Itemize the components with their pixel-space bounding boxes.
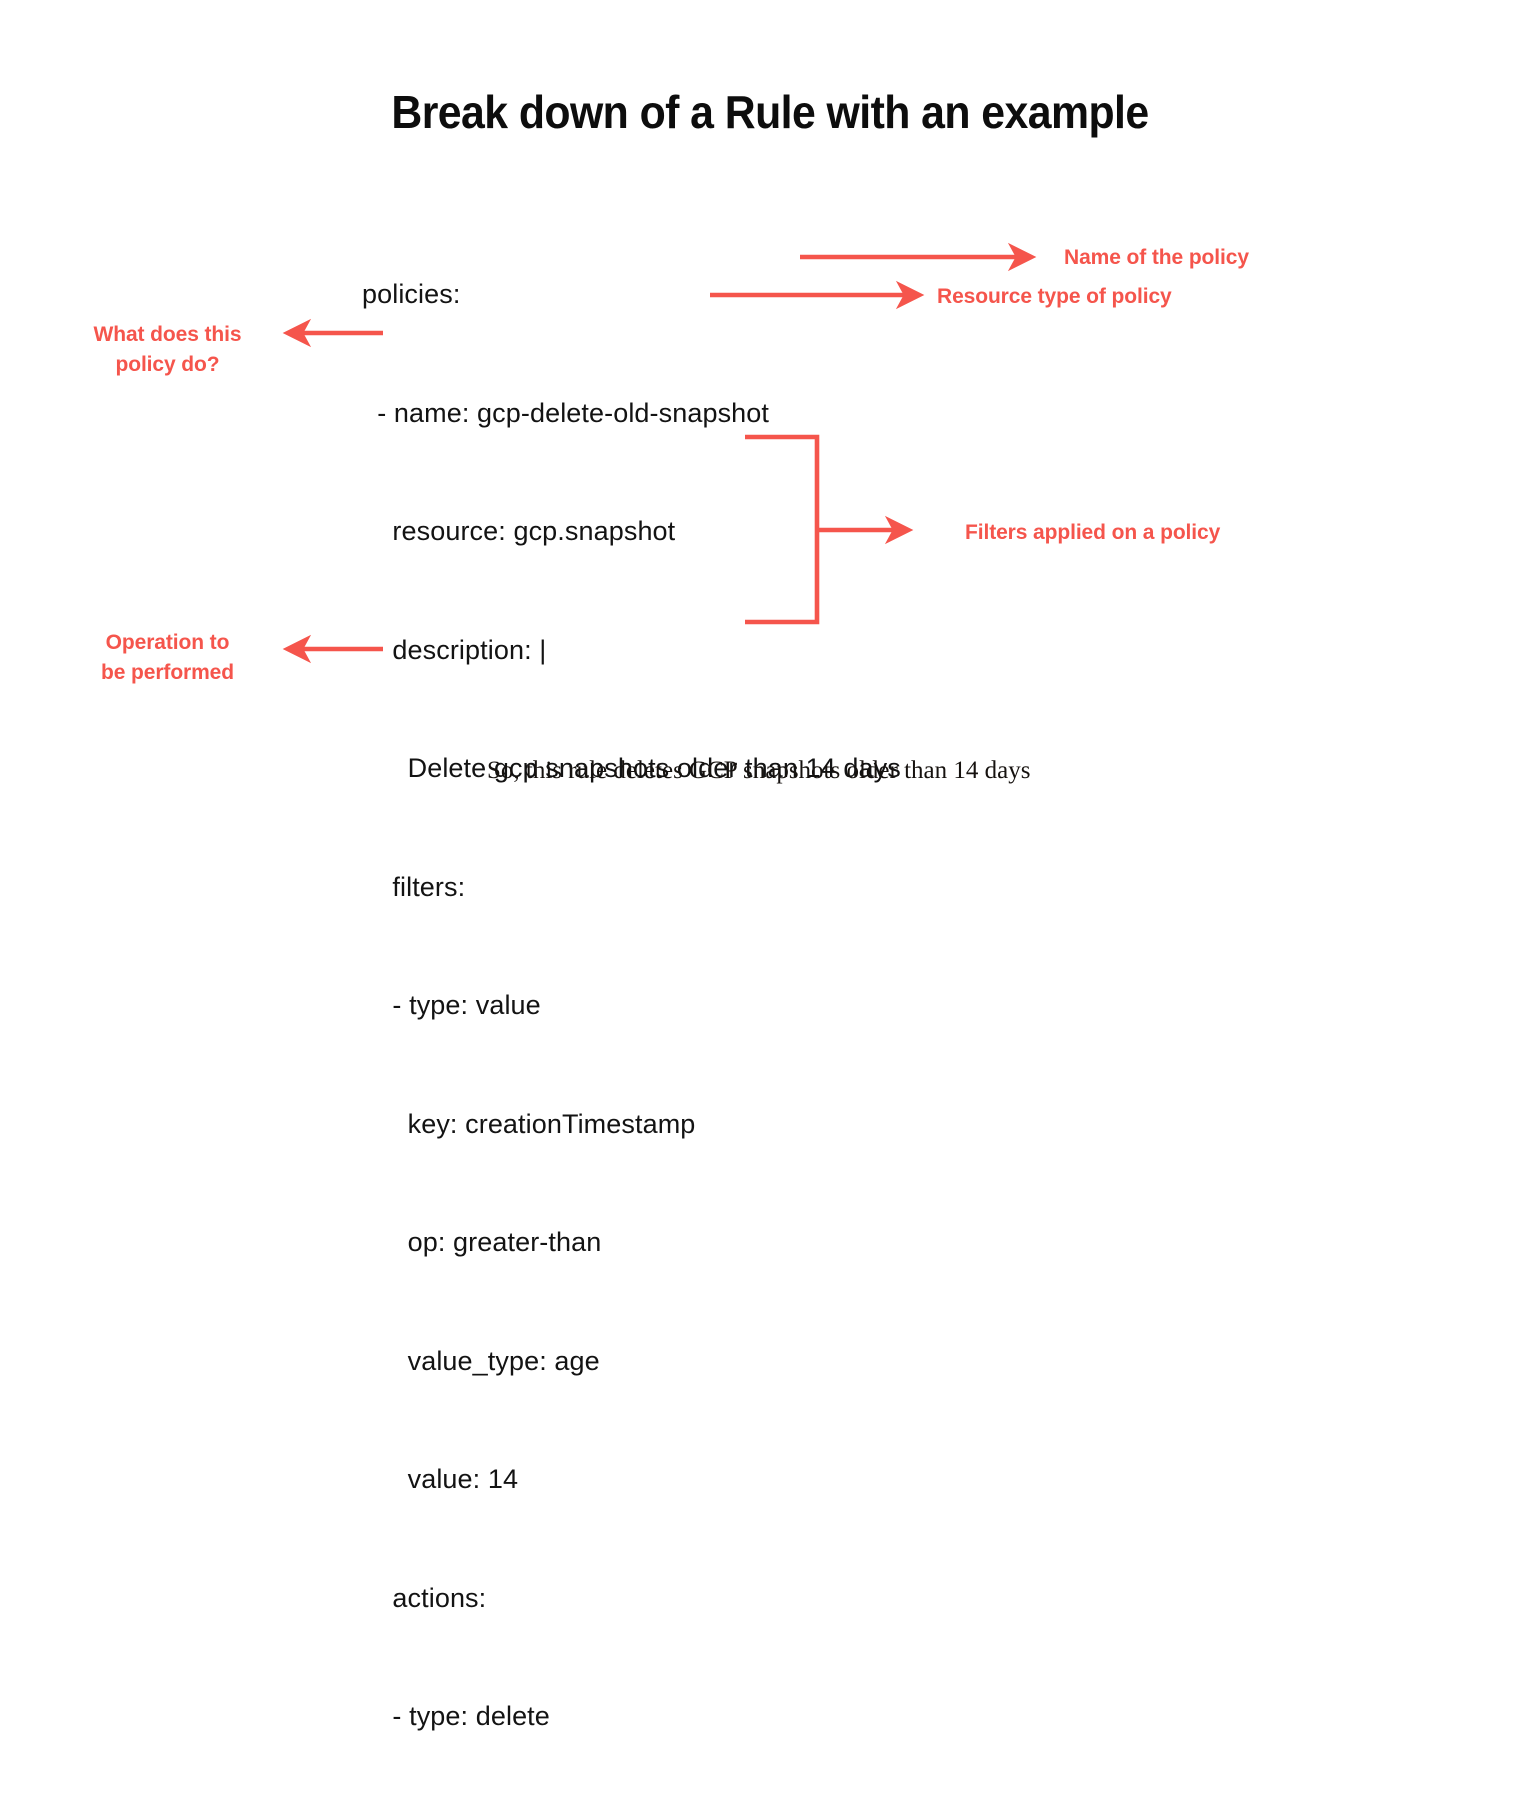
yaml-line-filter-key: key: creationTimestamp xyxy=(362,1108,696,1139)
annotation-resource-type: Resource type of policy xyxy=(937,285,1172,308)
yaml-line-filter-value-type: value_type: age xyxy=(362,1345,600,1376)
policy-yaml-block: policies: - name: gcp-delete-old-snapsho… xyxy=(362,196,982,1816)
yaml-line-filter-value: value: 14 xyxy=(362,1464,519,1494)
yaml-line-filter-op: op: greater-than xyxy=(362,1227,602,1257)
yaml-line-actions: actions: xyxy=(362,1582,487,1613)
yaml-line-resource: resource: gcp.snapshot xyxy=(362,516,676,546)
yaml-line-description-text: Delete gcp snapshots older than 14 days xyxy=(362,753,901,783)
page-title: Break down of a Rule with an example xyxy=(391,86,1149,138)
summary-caption: So, this rule deletes GCP snapshots olde… xyxy=(487,757,1031,784)
annotation-operation-performed: Operation to be performed xyxy=(101,631,234,684)
yaml-line-description: description: | xyxy=(362,634,547,665)
annotation-what-does-policy-do: What does this policy do? xyxy=(93,323,242,376)
yaml-line-policies: policies: xyxy=(362,279,461,309)
yaml-line-name: - name: gcp-delete-old-snapshot xyxy=(362,397,770,428)
yaml-line-filter-type: - type: value xyxy=(362,990,541,1020)
slide-canvas: Break down of a Rule with an example xyxy=(93,86,1249,1731)
yaml-line-filters: filters: xyxy=(362,871,466,902)
yaml-line-action-type: - type: delete xyxy=(362,1701,550,1731)
annotation-name-of-policy: Name of the policy xyxy=(1064,246,1249,269)
annotation-filters-applied: Filters applied on a policy xyxy=(965,521,1221,544)
